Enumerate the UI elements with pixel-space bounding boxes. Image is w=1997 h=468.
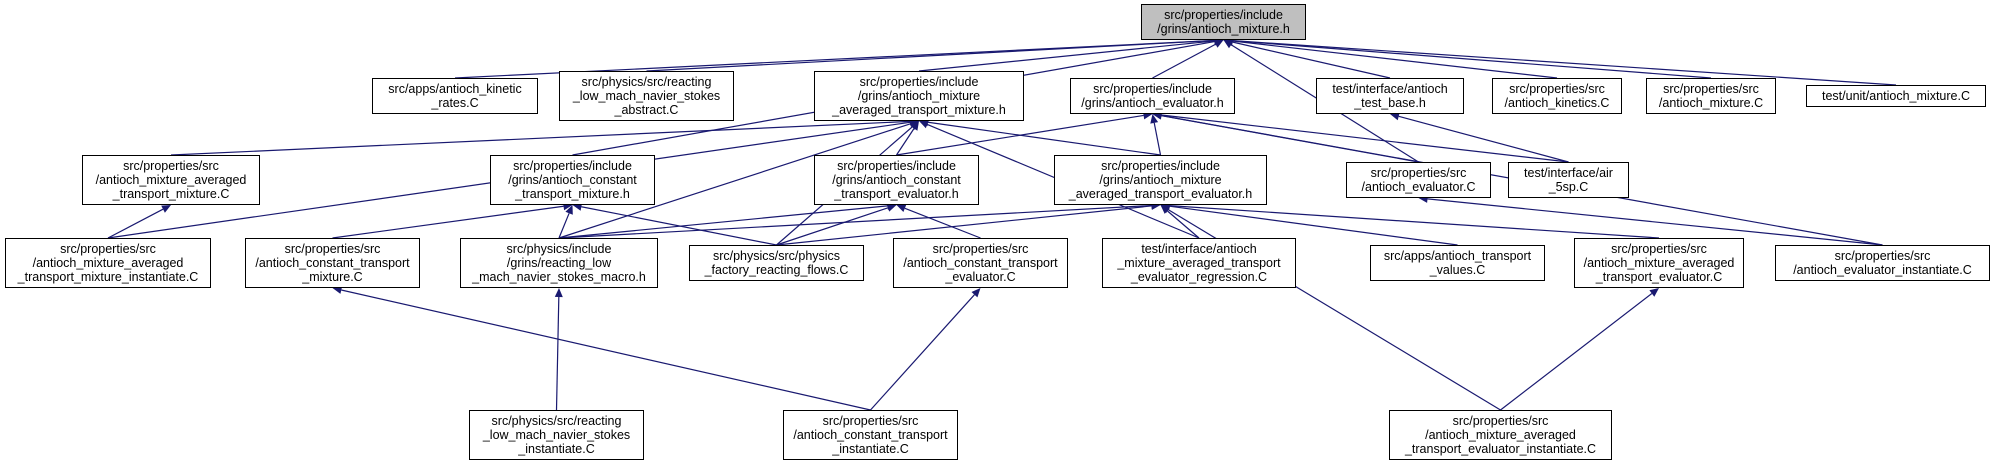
edge-n14-to-n4 bbox=[1161, 114, 1569, 163]
node-constant-transport-mixture-h[interactable]: src/properties/include/grins/antioch_con… bbox=[490, 155, 655, 205]
edge-n24-to-n17 bbox=[555, 296, 560, 411]
node-constant-transport-evaluator-c[interactable]: src/properties/src/antioch_constant_tran… bbox=[893, 238, 1068, 288]
edge-n25-to-n16 bbox=[341, 289, 871, 411]
node-antioch-evaluator-h[interactable]: src/properties/include/grins/antioch_eva… bbox=[1070, 78, 1235, 114]
edge-n14-to-n5 bbox=[1398, 115, 1569, 163]
node-root-antioch-mixture-h[interactable]: src/properties/include/grins/antioch_mix… bbox=[1141, 4, 1306, 40]
arrowhead-16 bbox=[919, 120, 929, 129]
edge-n12-to-n4 bbox=[1153, 122, 1162, 156]
node-reacting-low-mach-macro-h[interactable]: src/physics/include/grins/reacting_low_m… bbox=[460, 238, 658, 288]
edge-n7-to-n0 bbox=[1232, 40, 1712, 79]
edge-n20-to-n12 bbox=[1166, 210, 1200, 239]
arrowhead-28 bbox=[886, 204, 897, 212]
edge-n15-to-n9 bbox=[107, 208, 164, 239]
edge-n3-to-n0 bbox=[918, 40, 1215, 72]
arrowhead-15 bbox=[909, 121, 919, 130]
node-mixture-averaged-evaluator-instantiate[interactable]: src/properties/src/antioch_mixture_avera… bbox=[1389, 410, 1612, 460]
edge-n25-to-n19 bbox=[870, 294, 975, 411]
node-mixture-averaged-transport-evaluator-c[interactable]: src/properties/src/antioch_mixture_avera… bbox=[1574, 238, 1744, 288]
node-antioch-transport-values[interactable]: src/apps/antioch_transport_values.C bbox=[1370, 245, 1545, 281]
edge-n8-to-n0 bbox=[1232, 40, 1897, 86]
arrowhead-40 bbox=[1649, 288, 1659, 297]
arrowhead-37 bbox=[332, 286, 343, 294]
arrowhead-35 bbox=[1160, 205, 1171, 214]
arrowhead-29 bbox=[896, 204, 907, 212]
node-antioch-kinetics-c[interactable]: src/properties/src/antioch_kinetics.C bbox=[1492, 78, 1622, 114]
node-reacting-low-mach-abstract[interactable]: src/physics/src/reacting_low_mach_navier… bbox=[559, 71, 734, 121]
edge-n9-to-n3 bbox=[170, 120, 911, 156]
edge-n2-to-n0 bbox=[646, 39, 1215, 72]
node-mixture-averaged-transport-mixture-instantiate[interactable]: src/properties/src/antioch_mixture_avera… bbox=[5, 238, 211, 288]
edge-n22-to-n12 bbox=[1169, 204, 1660, 239]
node-antioch-mixture-c[interactable]: src/properties/src/antioch_mixture.C bbox=[1646, 78, 1776, 114]
edge-n6-to-n0 bbox=[1232, 40, 1558, 79]
arrowhead-39 bbox=[971, 288, 981, 298]
edge-n21-to-n12 bbox=[1169, 205, 1458, 246]
edge-n11-to-n3 bbox=[895, 128, 915, 156]
node-antioch-evaluator-instantiate[interactable]: src/properties/src/antioch_evaluator_ins… bbox=[1775, 245, 1990, 281]
arrowhead-9 bbox=[1223, 40, 1234, 49]
node-constant-transport-evaluator-h[interactable]: src/properties/include/grins/antioch_con… bbox=[814, 155, 979, 205]
edge-n18-to-n11 bbox=[776, 207, 889, 246]
node-antioch-evaluator-c[interactable]: src/properties/src/antioch_evaluator.C bbox=[1346, 162, 1491, 198]
arrowhead-38 bbox=[554, 288, 563, 298]
node-mixture-averaged-transport-mixture-h[interactable]: src/properties/include/grins/antioch_mix… bbox=[814, 71, 1024, 121]
edge-n19-to-n11 bbox=[904, 207, 981, 239]
edge-n17-to-n3 bbox=[558, 123, 911, 239]
arrowhead-23 bbox=[161, 205, 171, 213]
arrowhead-18 bbox=[1150, 114, 1159, 124]
edge-n12-to-n3 bbox=[927, 121, 1161, 156]
node-antioch-test-base-h[interactable]: test/interface/antioch_test_base.h bbox=[1316, 78, 1464, 114]
edge-n17-to-n11 bbox=[558, 205, 888, 239]
node-physics-factory-reacting-flows[interactable]: src/physics/src/physics_factory_reacting… bbox=[689, 245, 864, 281]
node-test-unit-antioch-mixture[interactable]: test/unit/antioch_mixture.C bbox=[1806, 85, 1986, 107]
node-evaluator-regression-c[interactable]: test/interface/antioch_mixture_averaged_… bbox=[1102, 238, 1296, 288]
node-mixture-averaged-transport-mixture-c[interactable]: src/properties/src/antioch_mixture_avera… bbox=[82, 155, 260, 205]
edge-n11-to-n4 bbox=[896, 114, 1144, 156]
edge-n17-to-n12 bbox=[558, 204, 1152, 239]
edge-n26-to-n22 bbox=[1500, 293, 1653, 411]
node-reacting-low-mach-instantiate[interactable]: src/physics/src/reacting_low_mach_navier… bbox=[469, 410, 644, 460]
node-mixture-averaged-transport-evaluator-h[interactable]: src/properties/include/grins/antioch_mix… bbox=[1054, 155, 1267, 205]
edge-n5-to-n0 bbox=[1232, 41, 1391, 79]
node-air-5sp-c[interactable]: test/interface/air_5sp.C bbox=[1508, 162, 1629, 198]
node-constant-transport-mixture-c[interactable]: src/properties/src/antioch_constant_tran… bbox=[245, 238, 420, 288]
edge-n18-to-n12 bbox=[776, 205, 1152, 246]
edge-n17-to-n10 bbox=[558, 213, 570, 239]
arrowhead-22 bbox=[1390, 112, 1400, 121]
node-antioch-kinetic-rates[interactable]: src/apps/antioch_kinetic_rates.C bbox=[372, 78, 538, 114]
arrowhead-25 bbox=[565, 205, 573, 215]
edge-n16-to-n10 bbox=[332, 205, 564, 239]
edge-n23-to-n13 bbox=[1427, 198, 1883, 246]
edge-n4-to-n0 bbox=[1152, 43, 1216, 79]
node-constant-transport-instantiate[interactable]: src/properties/src/antioch_constant_tran… bbox=[783, 410, 958, 460]
